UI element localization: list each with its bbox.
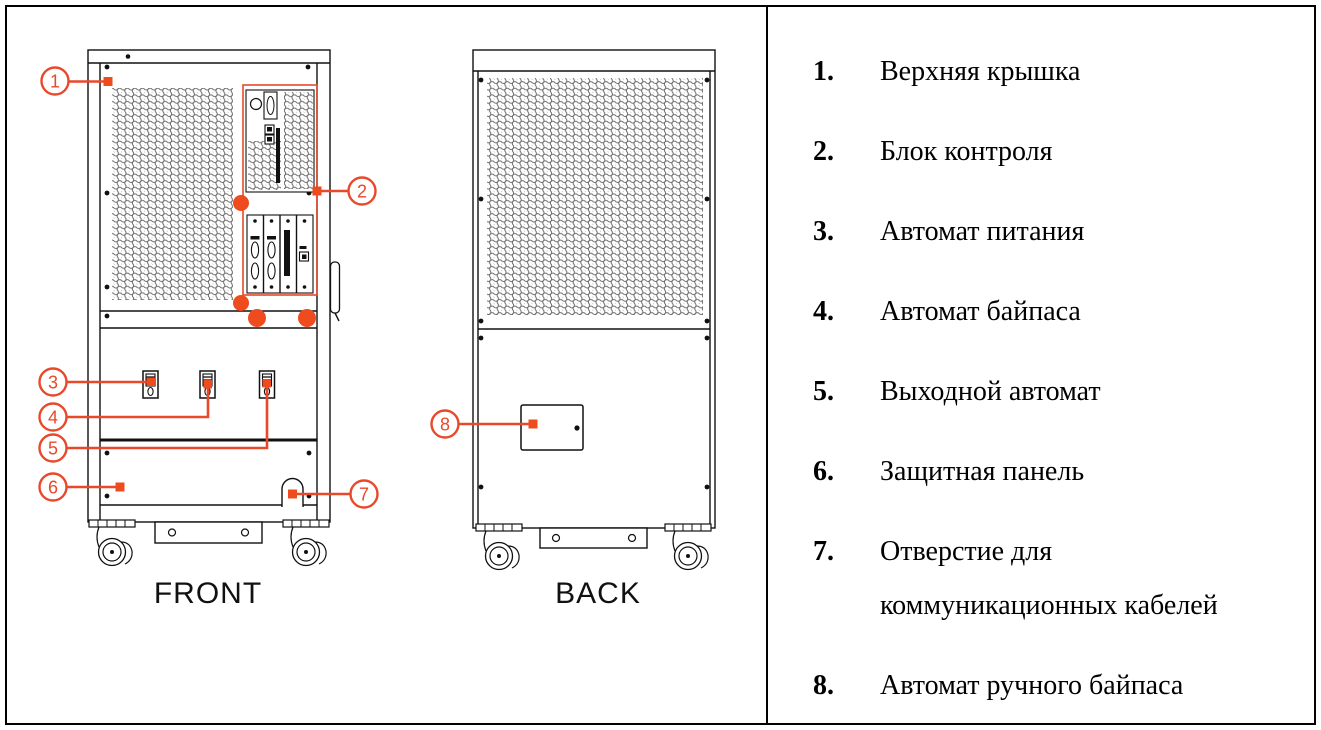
column-divider <box>766 7 768 723</box>
legend-item-6: 6. Защитная панель <box>813 445 1303 499</box>
callout-4: 4 <box>38 402 68 432</box>
legend-item-7: 7. Отверстие для коммуникационных кабеле… <box>813 525 1303 633</box>
callout-5-number: 5 <box>48 439 58 459</box>
legend-item-4: 4. Автомат байпаса <box>813 285 1303 339</box>
callout-2-number: 2 <box>357 182 367 202</box>
control-slot-bar <box>276 128 280 183</box>
callout-6-number: 6 <box>48 478 58 498</box>
callout-1-number: 1 <box>50 72 60 92</box>
back-base-plate <box>539 527 648 549</box>
front-base-plate <box>154 521 263 544</box>
legend-item-number: 8. <box>813 670 834 701</box>
db9-port <box>267 241 276 259</box>
callout-3-number: 3 <box>48 373 58 393</box>
legend-item-number: 2. <box>813 136 834 167</box>
legend-item-number: 6. <box>813 456 834 487</box>
control-knob <box>249 97 263 111</box>
caster-wheel <box>282 519 330 567</box>
legend-item-label: Верхняя крышка <box>880 56 1081 87</box>
ups-diagram: 1 2 3 4 5 6 7 8 FRONT <box>38 49 716 610</box>
manual-bypass-panel <box>520 404 584 451</box>
legend-item-2: 2. Блок контроля <box>813 125 1303 179</box>
page-border <box>5 5 1316 725</box>
caster-wheel <box>664 523 712 571</box>
side-handle <box>329 261 341 314</box>
callout-7: 7 <box>349 479 379 509</box>
callout-leaders <box>66 77 538 499</box>
legend-item-label: Выходной автомат <box>880 376 1101 407</box>
legend-item-number: 3. <box>813 216 834 247</box>
legend-list: 1. Верхняя крышка 2. Блок контроля 3. Ав… <box>813 45 1303 730</box>
callout-8: 8 <box>430 409 460 439</box>
marker-dot <box>233 195 249 211</box>
callout-3: 3 <box>38 367 68 397</box>
legend-item-1: 1. Верхняя крышка <box>813 45 1303 99</box>
caster-wheel <box>475 523 523 571</box>
legend-item-label: Защитная панель <box>880 456 1085 487</box>
callout-6: 6 <box>38 472 68 502</box>
legend-item-label: Отверстие для коммуникационных кабелей <box>880 536 1218 621</box>
marker-dot <box>233 295 249 311</box>
control-vent-right <box>284 92 313 189</box>
legend-item-label: Блок контроля <box>880 136 1053 167</box>
callout-2: 2 <box>347 176 377 206</box>
db9-port <box>250 241 260 259</box>
back-screws <box>478 77 710 490</box>
callout-1: 1 <box>40 66 70 96</box>
control-panel <box>242 84 318 296</box>
legend-item-8: 8. Автомат ручного байпаса <box>813 659 1303 713</box>
legend-item-label: Автомат байпаса <box>880 296 1081 327</box>
back-view-drawing <box>472 49 716 571</box>
caster-wheel <box>88 519 136 567</box>
db9-port <box>250 262 260 280</box>
legend-item-3: 3. Автомат питания <box>813 205 1303 259</box>
db9-port <box>267 262 276 280</box>
control-vent-left <box>248 141 281 190</box>
legend-item-number: 7. <box>813 536 834 567</box>
legend-item-number: 1. <box>813 56 834 87</box>
callout-7-number: 7 <box>359 485 369 505</box>
blank-slot-bar <box>284 230 290 276</box>
front-vent-grid <box>112 88 233 300</box>
legend-item-number: 5. <box>813 376 834 407</box>
legend-item-number: 4. <box>813 296 834 327</box>
interface-card-slots <box>246 214 314 294</box>
front-view-drawing <box>87 49 341 567</box>
callout-5: 5 <box>38 433 68 463</box>
marker-dot <box>298 309 316 327</box>
legend-item-label: Автомат питания <box>880 216 1085 247</box>
callout-8-number: 8 <box>440 415 450 435</box>
callout-4-number: 4 <box>48 408 58 428</box>
legend-item-5: 5. Выходной автомат <box>813 365 1303 419</box>
back-vent-grid <box>487 78 703 315</box>
marker-dot <box>248 309 266 327</box>
legend-item-label: Автомат ручного байпаса <box>880 670 1184 701</box>
back-view-label: BACK <box>555 577 641 610</box>
front-view-label: FRONT <box>154 577 262 610</box>
